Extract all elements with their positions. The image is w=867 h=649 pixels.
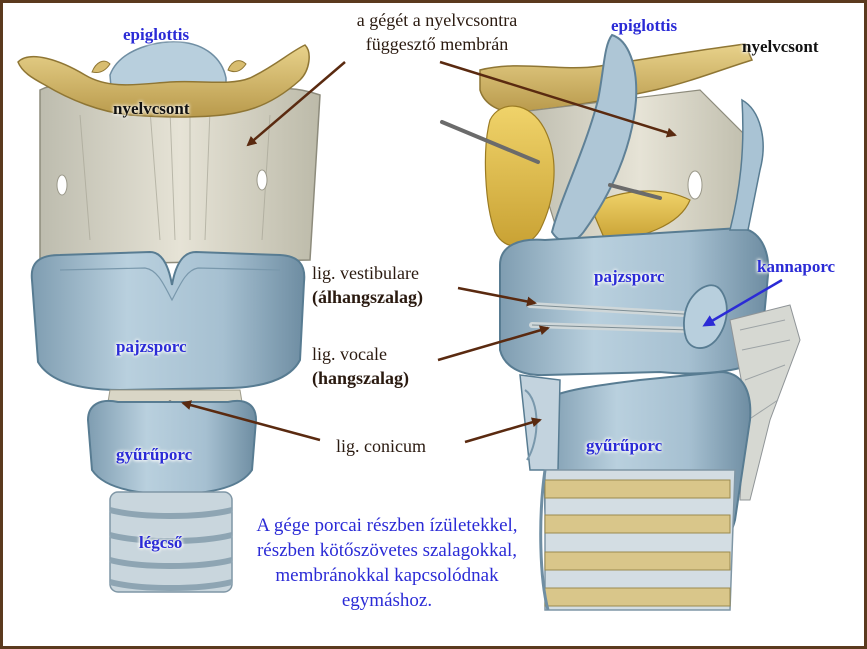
summary-note-line1: A gége porcai részben ízületekkel, — [256, 515, 518, 536]
arrow-vocale — [437, 325, 550, 362]
annotation-vocale-line1: lig. vocale — [312, 344, 387, 364]
hyoid-bone-left — [17, 44, 310, 118]
arrow-membrane-right — [439, 60, 677, 138]
annotation-vocale-line2: (hangszalag) — [312, 368, 410, 388]
annotation-vestibulare: lig. vestibulare (álhangszalag) — [312, 261, 423, 309]
label-thyroid-left: pajzsporc — [116, 337, 187, 356]
thyroid-cartilage-right — [499, 226, 770, 377]
summary-note: A gége porcai részben ízületekkel, részb… — [228, 513, 546, 613]
annotation-membrane-line1: a gégét a nyelvcsontra — [356, 10, 518, 30]
label-hyoid-left: nyelvcsont — [113, 99, 190, 118]
preepiglottic-fat — [484, 105, 555, 247]
summary-note-line2: részben kötőszövetes szalagokkal, — [256, 540, 518, 561]
label-epiglottis-right: epiglottis — [611, 16, 678, 35]
annotation-vestibulare-line1: lig. vestibulare — [312, 263, 419, 283]
trachea-left — [109, 491, 233, 593]
label-arytenoid: kannaporc — [757, 257, 836, 276]
label-hyoid-right: nyelvcsont — [742, 37, 819, 56]
arrow-conicum-right — [464, 417, 542, 444]
label-cricoid-right: gyűrűporc — [586, 436, 663, 455]
arrow-kannaporc — [702, 278, 783, 327]
label-trachea-left: légcső — [139, 533, 183, 552]
sagittal-view — [440, 33, 801, 611]
label-thyroid-right: pajzsporc — [594, 267, 665, 286]
cricoid-cartilage-left — [86, 400, 258, 496]
annotation-arrows — [181, 60, 783, 444]
arrow-vestibulare — [457, 286, 537, 307]
arrow-conicum-left — [181, 400, 321, 442]
label-cricoid-left: gyűrűporc — [116, 445, 193, 464]
annotation-membrane-line2: függesztő membrán — [365, 34, 509, 54]
annotation-conicum: lig. conicum — [336, 436, 426, 456]
arrow-membrane-left — [246, 61, 346, 147]
label-epiglottis-left: epiglottis — [123, 25, 190, 44]
summary-note-line3: membránokkal kapcsolódnak — [275, 565, 499, 586]
annotation-vestibulare-line2: (álhangszalag) — [312, 287, 424, 307]
thyroid-cartilage-left — [30, 250, 306, 392]
annotation-vocale: lig. vocale (hangszalag) — [312, 342, 409, 390]
summary-note-line4: egymáshoz. — [341, 590, 433, 611]
trachea-right — [539, 469, 736, 611]
anterior-view — [17, 40, 321, 593]
annotation-membrane: a gégét a nyelvcsontra függesztő membrán — [332, 8, 542, 56]
